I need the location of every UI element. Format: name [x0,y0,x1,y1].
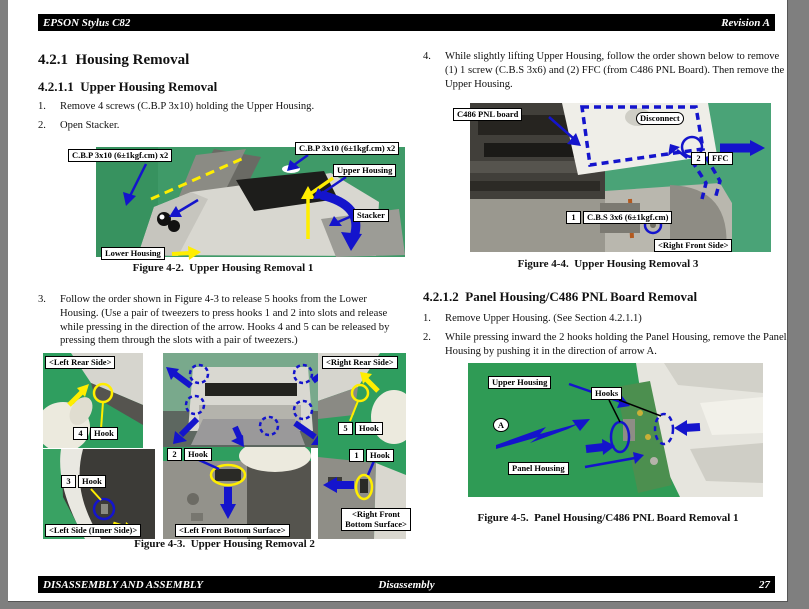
page-header-bar: EPSON Stylus C82 Revision A [38,14,775,31]
figure-4-3-caption: Figure 4-3. Upper Housing Removal 2 [134,538,315,550]
step-number: 1. [423,313,431,324]
figure-4-2: C.B.P 3x10 (6±1kgf.cm) x2 C.B.P 3x10 (6±… [38,138,408,283]
callout-left-side-inner: <Left Side (Inner Side)> [45,524,142,537]
step-number: 4. [423,51,431,62]
figure-4-3: <Left Rear Side> 4 Hook [41,352,411,550]
callout-hook-2: 2 Hook [167,448,212,461]
callout-left-front-bottom: <Left Front Bottom Surface> [175,524,290,537]
hook-text: Hook [184,448,212,461]
step-text: Remove Upper Housing. (See Section 4.2.1… [445,313,642,324]
callout-line-2: Bottom Surface> [345,518,407,529]
figure-4-4-caption: Figure 4-4. Upper Housing Removal 3 [517,258,699,270]
hook-text: Hook [355,422,383,435]
callout-arrow-a: A [493,418,509,432]
callout-text: C.B.S 3x6 (6±1kgf.cm) [583,211,673,224]
callout-panel-housing: Panel Housing [508,462,569,475]
callout-left-rear-side: <Left Rear Side> [45,356,116,369]
step-text: While slightly lifting Upper Housing, fo… [445,51,785,90]
callout-c486-pnl-board: C486 PNL board [453,108,523,121]
step-text: Follow the order shown in Figure 4-3 to … [60,294,390,347]
figure-4-2-caption: Figure 4-2. Upper Housing Removal 1 [132,262,314,274]
step-number: 2. [38,120,46,131]
callout-ffc: 2 FFC [691,152,733,165]
printer-front-view [163,353,338,448]
callout-hook-1: 1 Hook [349,449,394,462]
callout-hook-4: 4 Hook [73,427,118,440]
hook-number: 2 [167,448,182,461]
hook-number: 1 [349,449,364,462]
callout-number: 2 [691,152,706,165]
step-2: 2. Open Stacker. [38,119,403,133]
footer-section: DISASSEMBLY AND ASSEMBLY [43,578,203,591]
section-title-housing-removal: 4.2.1 Housing Removal [38,52,190,68]
callout-upper-housing: Upper Housing [333,164,397,177]
step-number: 1. [38,101,46,112]
hook-text: Hook [78,475,106,488]
header-revision: Revision A [721,16,770,29]
callout-line-1: <Right Front [352,509,400,519]
callout-upper-housing-45: Upper Housing [488,376,552,389]
figure-4-5: Upper Housing Hooks A Panel Housing Figu… [423,360,793,530]
callout-hooks: Hooks [591,387,623,400]
header-product-title: EPSON Stylus C82 [43,16,131,29]
figure-4-3-front-photo [163,353,338,448]
hook-number: 3 [61,475,76,488]
callout-cbs-screw: 1 C.B.S 3x6 (6±1kgf.cm) [566,211,673,224]
step-text: While pressing inward the 2 hooks holdin… [445,332,787,357]
callout-hook-5: 5 Hook [338,422,383,435]
section-title-panel-housing-removal: 4.2.1.2 Panel Housing/C486 PNL Board Rem… [423,289,698,304]
callout-hook-3: 3 Hook [61,475,106,488]
callout-stacker: Stacker [353,209,389,222]
section-title-upper-housing-removal: 4.2.1.1 Upper Housing Removal [38,79,218,94]
upper-housing-ffc-view [470,103,771,252]
callout-right-rear-side: <Right Rear Side> [322,356,398,369]
figure-4-4: C486 PNL board Disconnect 2 FFC 1 C.B.S … [423,100,793,275]
panel-step-2: 2. While pressing inward the 2 hooks hol… [423,331,788,359]
step-text: Remove 4 screws (C.B.P 3x10) holding the… [60,101,315,112]
hook-number: 4 [73,427,88,440]
footer-page-number: 27 [759,578,770,591]
callout-right-front-side: <Right Front Side> [654,239,733,252]
figure-4-3-left-front-bottom-photo [163,447,311,539]
callout-text: FFC [708,152,733,165]
hook-text: Hook [90,427,118,440]
figure-4-5-caption: Figure 4-5. Panel Housing/C486 PNL Board… [477,512,739,524]
manual-page: EPSON Stylus C82 Revision A 4.2.1 Housin… [8,0,788,602]
page-footer-bar: Disassembly DISASSEMBLY AND ASSEMBLY 27 [38,576,775,593]
hook-text: Hook [366,449,394,462]
callout-disconnect: Disconnect [636,112,684,125]
panel-step-1: 1. Remove Upper Housing. (See Section 4.… [423,312,788,326]
step-number: 2. [423,332,431,343]
hook-number: 5 [338,422,353,435]
step-4: 4. While slightly lifting Upper Housing,… [423,50,788,91]
step-1: 1. Remove 4 screws (C.B.P 3x10) holding … [38,100,403,114]
figure-4-4-photo [470,103,771,252]
callout-screw-right: C.B.P 3x10 (6±1kgf.cm) x2 [295,142,400,155]
callout-number: 1 [566,211,581,224]
step-text: Open Stacker. [60,120,120,131]
step-3: 3. Follow the order shown in Figure 4-3 … [38,293,406,348]
step-number: 3. [38,294,46,305]
callout-screw-left: C.B.P 3x10 (6±1kgf.cm) x2 [68,149,173,162]
callout-lower-housing: Lower Housing [101,247,165,260]
footer-chapter: Disassembly [378,578,435,591]
